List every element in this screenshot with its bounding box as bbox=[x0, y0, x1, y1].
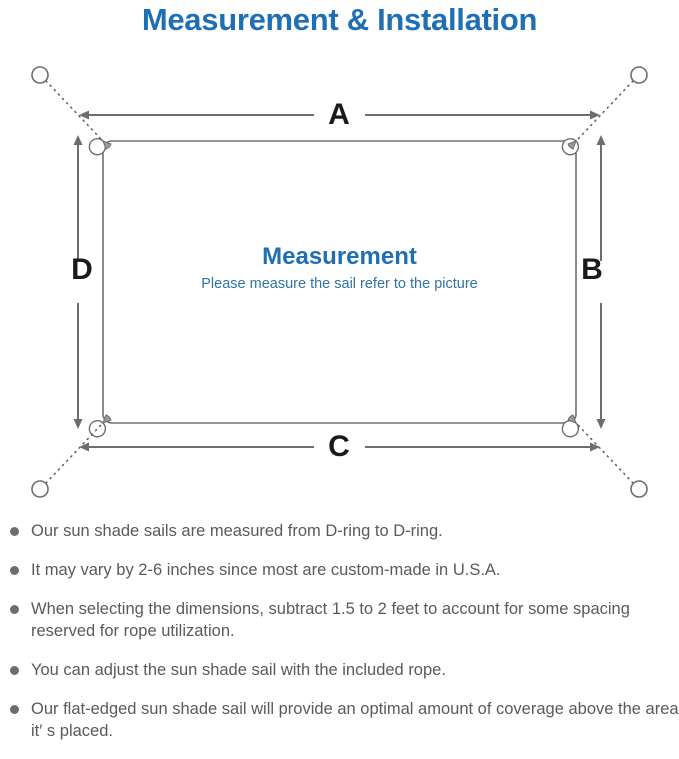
page-title: Measurement & Installation bbox=[141, 2, 538, 37]
list-item: You can adjust the sun shade sail with t… bbox=[0, 659, 679, 681]
dimension-label-d: D bbox=[71, 253, 93, 286]
diagram-svg bbox=[31, 66, 648, 498]
dimension-label-b: B bbox=[581, 253, 603, 286]
bullet-icon bbox=[10, 566, 19, 575]
bullet-icon bbox=[10, 666, 19, 675]
d-ring-top-right bbox=[561, 138, 580, 156]
d-ring-bottom-right bbox=[561, 414, 580, 438]
note-text: You can adjust the sun shade sail with t… bbox=[31, 661, 446, 679]
rope-bottom-left bbox=[45, 424, 102, 484]
list-item: Our flat-edged sun shade sail will provi… bbox=[0, 698, 679, 742]
note-text: Our sun shade sails are measured from D-… bbox=[31, 522, 443, 540]
bullet-icon bbox=[10, 705, 19, 714]
dimension-label-c: C bbox=[328, 430, 350, 463]
measurement-diagram: Measurement Please measure the sail refe… bbox=[0, 44, 679, 514]
diagram-center-title: Measurement bbox=[262, 243, 417, 270]
bullet-icon bbox=[10, 527, 19, 536]
rope-top-right bbox=[577, 80, 634, 140]
note-text: When selecting the dimensions, subtract … bbox=[31, 600, 630, 640]
list-item: Our sun shade sails are measured from D-… bbox=[0, 520, 679, 542]
bullet-icon bbox=[10, 605, 19, 614]
anchor-ring-bottom-right bbox=[630, 480, 648, 498]
sail-outline bbox=[102, 140, 577, 424]
note-text: It may vary by 2-6 inches since most are… bbox=[31, 561, 501, 579]
rope-top-left bbox=[45, 80, 102, 140]
notes-list: Our sun shade sails are measured from D-… bbox=[0, 520, 679, 759]
list-item: When selecting the dimensions, subtract … bbox=[0, 598, 679, 642]
anchor-ring-top-left bbox=[31, 66, 49, 84]
d-ring-top-left bbox=[88, 138, 112, 156]
dimension-label-a: A bbox=[328, 98, 350, 131]
rope-bottom-right bbox=[577, 424, 634, 484]
note-text: Our flat-edged sun shade sail will provi… bbox=[31, 700, 679, 740]
anchor-ring-bottom-left bbox=[31, 480, 49, 498]
list-item: It may vary by 2-6 inches since most are… bbox=[0, 559, 679, 581]
diagram-center-subtitle: Please measure the sail refer to the pic… bbox=[201, 276, 478, 292]
anchor-ring-top-right bbox=[630, 66, 648, 84]
